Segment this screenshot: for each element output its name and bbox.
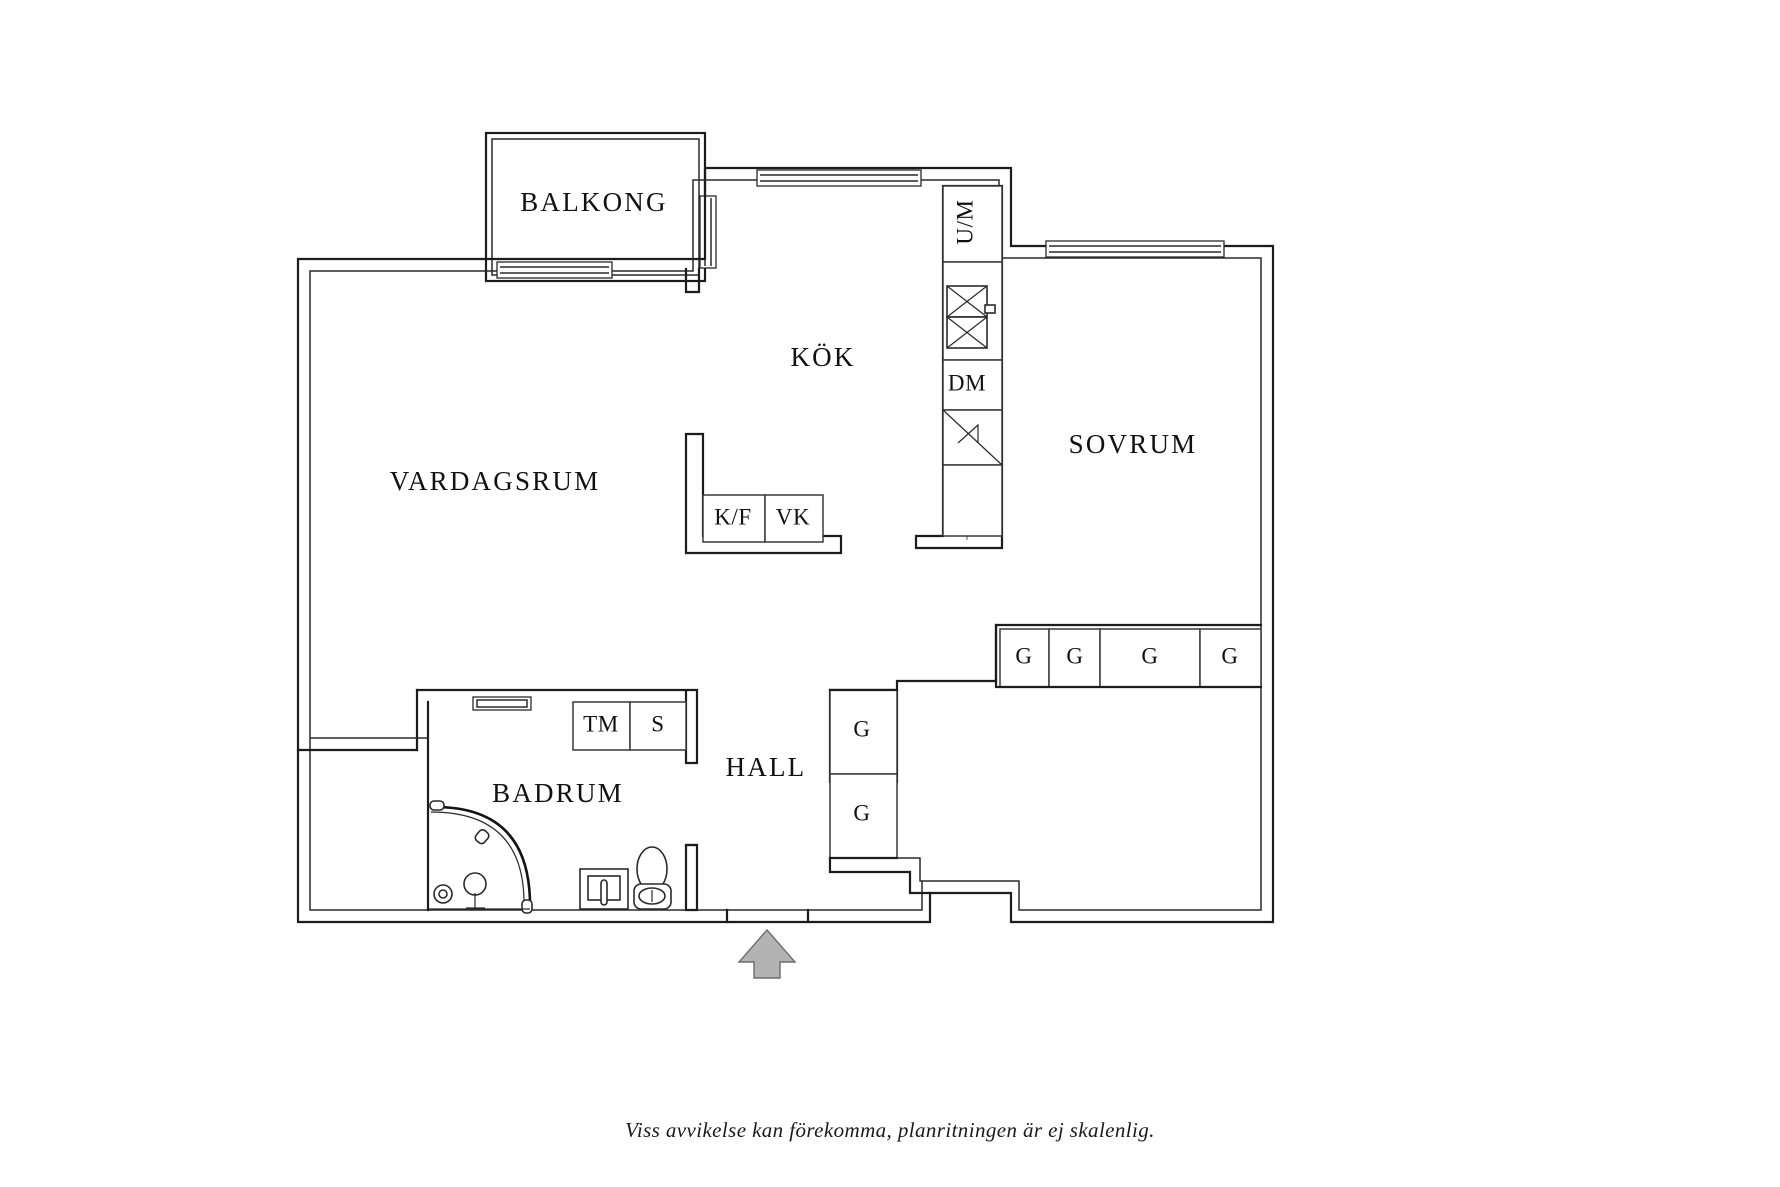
bedroom-wardrobe-label-3: G <box>1141 643 1158 668</box>
bathroom-label-tm: TM <box>583 711 619 736</box>
partition-wall-upper <box>828 623 1263 692</box>
peninsula-outline <box>684 432 843 555</box>
kitchen-peninsula <box>684 432 843 555</box>
bathroom-wall-right-lower <box>684 843 699 912</box>
partition-wall-lower-inner <box>897 857 922 882</box>
room-label-hall: HALL <box>726 752 807 782</box>
shower-hinge-top <box>429 800 445 811</box>
shower-screen-curve <box>434 805 532 906</box>
kitchen-label-vk: VK <box>776 504 810 529</box>
shower-handle <box>474 829 490 845</box>
hall-wardrobe-labels: G G <box>853 716 870 825</box>
room-label-balkong: BALKONG <box>520 187 667 217</box>
sink-tap <box>984 304 996 314</box>
kitchen-appliance-run <box>914 184 1004 550</box>
bedroom-wardrobes <box>994 623 1263 689</box>
balcony-threshold-notch <box>684 267 701 294</box>
kitchen-label-dm: DM <box>948 370 986 395</box>
shower-head <box>463 872 487 896</box>
kitchen-unit-kf <box>702 494 766 543</box>
room-label-badrum: BADRUM <box>492 778 624 808</box>
hall-wardrobe-1 <box>829 689 898 775</box>
sink-basin-upper-d2 <box>946 285 988 318</box>
shower-drain-inner <box>438 889 448 899</box>
stove-zigzag <box>957 423 979 444</box>
shower-hinge-bottom <box>521 899 533 914</box>
window-bedroom <box>1045 240 1225 258</box>
bathroom-appliance-run <box>572 701 687 751</box>
room-labels: BALKONG KÖK VARDAGSRUM SOVRUM HALL BADRU… <box>390 187 1198 808</box>
room-label-kok: KÖK <box>790 342 855 372</box>
bathroom-unit-s <box>629 701 687 751</box>
entrance-arrow <box>737 928 797 979</box>
hall-wardrobe-label-1: G <box>853 716 870 741</box>
stove-diagonal <box>942 409 1003 466</box>
washbasin-tap <box>600 879 608 906</box>
outer-wall-inner-line <box>309 179 1262 911</box>
bathroom-unit-labels: TM S <box>583 711 664 736</box>
room-label-sovrum: SOVRUM <box>1069 429 1198 459</box>
bathroom-label-s: S <box>651 711 664 736</box>
window-livingroom <box>496 261 613 279</box>
bedroom-wardrobe-label-4: G <box>1221 643 1238 668</box>
entrance-arrow-group <box>737 928 797 979</box>
plan-disclaimer-caption: Viss avvikelse kan förekomma, planritnin… <box>625 1118 1155 1142</box>
bedroom-wardrobe-4 <box>1199 628 1262 688</box>
bedroom-wardrobe-labels: G G G G <box>1015 643 1238 668</box>
entrance-door <box>725 908 810 924</box>
window-bathroom-inner <box>476 699 528 708</box>
apartment-outer-walls <box>296 166 1275 924</box>
bedroom-wardrobe-label-2: G <box>1066 643 1083 668</box>
outer-wall-outline <box>296 166 1275 924</box>
hall-wardrobe-label-2: G <box>853 800 870 825</box>
window-kitchen <box>756 169 922 187</box>
bathroom-fixtures <box>428 800 672 914</box>
hall-wardrobe-2 <box>829 773 898 859</box>
kitchen-unit-labels: U/M DM K/F VK <box>714 199 986 529</box>
hall-wardrobes <box>828 688 899 860</box>
sink-basin-lower-d2 <box>946 316 988 349</box>
kitchen-label-um: U/M <box>952 199 977 244</box>
partition-wall-lower <box>828 856 932 895</box>
bedroom-wardrobe-label-1: G <box>1015 643 1032 668</box>
kitchen-unit-vk <box>764 494 824 543</box>
kitchen-label-kf: K/F <box>714 504 752 529</box>
kitchen-unit-counter <box>942 464 1003 537</box>
room-label-vardagsrum: VARDAGSRUM <box>390 466 601 496</box>
bedroom-wardrobe-front-wall <box>994 623 1263 689</box>
balcony-door <box>699 195 717 269</box>
kitchen-unit-dm <box>942 359 1003 411</box>
hall-bedroom-partition <box>828 623 1263 895</box>
windows <box>472 169 1225 711</box>
window-bathroom <box>472 696 532 711</box>
shower-screen-curve-inner <box>430 811 525 904</box>
